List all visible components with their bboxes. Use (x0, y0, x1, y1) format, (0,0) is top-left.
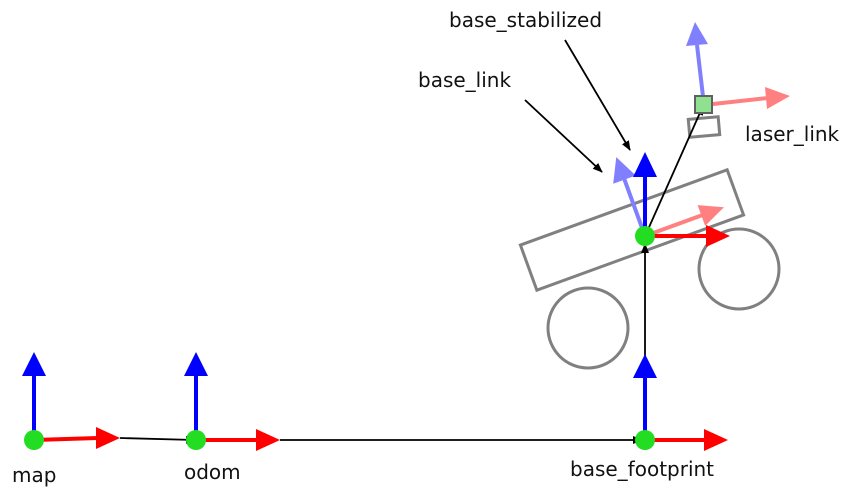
label-base-footprint: base_footprint (570, 457, 714, 481)
frame-map (22, 352, 120, 450)
laser-sensor (686, 115, 722, 139)
robot-front-wheel (697, 227, 781, 311)
link-map-to-odom (119, 435, 196, 444)
label-laser-link: laser_link (745, 122, 840, 146)
label-base-link: base_link (418, 68, 511, 92)
robot-chassis (518, 167, 746, 293)
label-map: map (12, 463, 56, 487)
link-base-stabilized-to-laser-link (645, 105, 704, 235)
robot-rear-wheel (546, 286, 630, 370)
frame-base-link (613, 157, 724, 238)
frame-odom (184, 352, 280, 451)
label-odom: odom (184, 460, 241, 484)
pointer-base-link (524, 99, 603, 173)
pointer-base-stabilized (564, 39, 631, 151)
frame-laser-link (686, 22, 790, 114)
frame-base-footprint (633, 354, 728, 451)
label-base-stabilized: base_stabilized (449, 8, 602, 32)
frame-base-stabilized (633, 152, 730, 247)
